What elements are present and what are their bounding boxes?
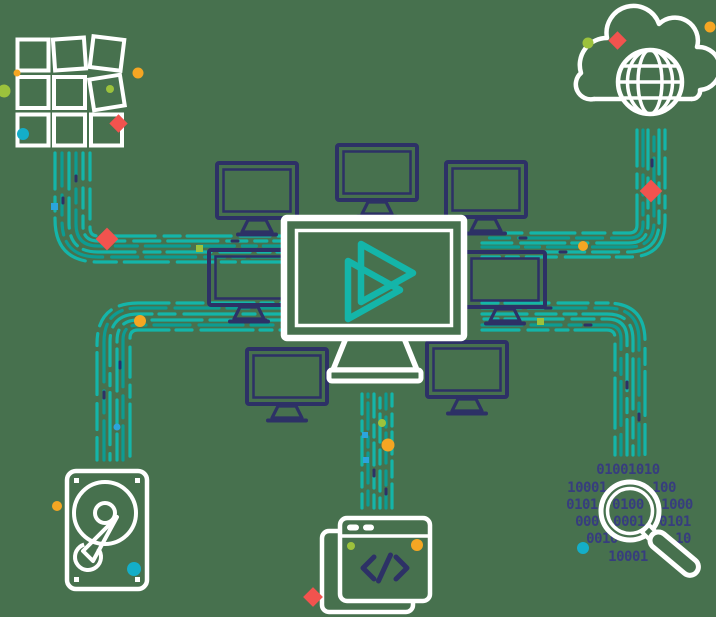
- data-stream-hub-to-binary: [480, 301, 647, 457]
- binary-row: 0001: [613, 514, 645, 530]
- monitor-top-center: [335, 143, 419, 219]
- titlebar-pill: [347, 524, 359, 531]
- grid-confetti: [0, 67, 144, 140]
- binary-row: 0101: [659, 514, 691, 530]
- globe-icon: [615, 47, 685, 117]
- orange-dot: [704, 21, 716, 33]
- binary-row: 0100: [612, 497, 644, 513]
- drive-arm-pivot: [73, 542, 103, 572]
- app-grid-icon: [15, 33, 128, 148]
- binary-code: 01001010 10001 100 0101 0100 1000 000 00…: [566, 462, 693, 565]
- green-dot: [347, 542, 355, 550]
- binary-row: 0101: [566, 497, 598, 513]
- cyan-dot: [17, 128, 29, 140]
- monitor-bottom-right: [425, 340, 509, 416]
- magnifier-icon: [598, 479, 701, 578]
- binary-row: 000: [575, 514, 599, 530]
- code-window-icon: [303, 515, 433, 615]
- titlebar-pill: [363, 524, 374, 531]
- code-glyph: [360, 552, 410, 584]
- hard-drive-icon: [52, 468, 150, 592]
- cyan-dot: [127, 562, 141, 576]
- binary-row: 100: [652, 480, 676, 496]
- blue-square-dot: [363, 457, 369, 463]
- code-window-front: [337, 515, 433, 604]
- drive-arm: [81, 515, 119, 563]
- hub-monitor: [280, 214, 468, 384]
- play-logo-icon: [344, 240, 417, 323]
- blue-dot: [113, 423, 121, 431]
- red-diamond: [109, 114, 128, 133]
- red-diamond: [95, 227, 119, 251]
- green-dot: [0, 84, 11, 98]
- green-square-dot: [196, 245, 203, 252]
- monitor-bottom-left: [245, 347, 329, 423]
- orange-dot: [381, 438, 395, 452]
- cyan-dot: [577, 542, 589, 554]
- binary-row: 01001010: [596, 462, 660, 478]
- orange-dot: [578, 241, 588, 251]
- red-diamond: [608, 31, 627, 50]
- green-square-dot: [537, 318, 544, 325]
- hub-monitor-stand: [330, 335, 420, 373]
- blue-square-dot: [362, 432, 368, 438]
- green-dot: [378, 419, 386, 427]
- orange-dot: [52, 501, 62, 511]
- blue-square-dot: [51, 203, 58, 210]
- red-diamond: [303, 587, 323, 607]
- binary-row: 10001: [608, 549, 648, 565]
- binary-row: 10: [675, 531, 691, 547]
- orange-dot: [134, 315, 146, 327]
- orange-dot: [411, 539, 423, 551]
- data-stream-cloud-to-hub: [480, 128, 667, 259]
- magnifier-handle: [647, 529, 701, 578]
- binary-row: 1000: [661, 497, 693, 513]
- orange-dot: [132, 67, 144, 79]
- green-dot: [106, 85, 114, 93]
- hub-monitor-screen: [294, 228, 454, 328]
- binary-row: 10001: [567, 480, 607, 496]
- cloud-icon: [573, 3, 716, 117]
- orange-dot: [13, 69, 21, 77]
- hub-monitor-base: [326, 367, 424, 384]
- green-dot: [582, 37, 594, 49]
- data-stream-grid-to-hub: [53, 151, 362, 264]
